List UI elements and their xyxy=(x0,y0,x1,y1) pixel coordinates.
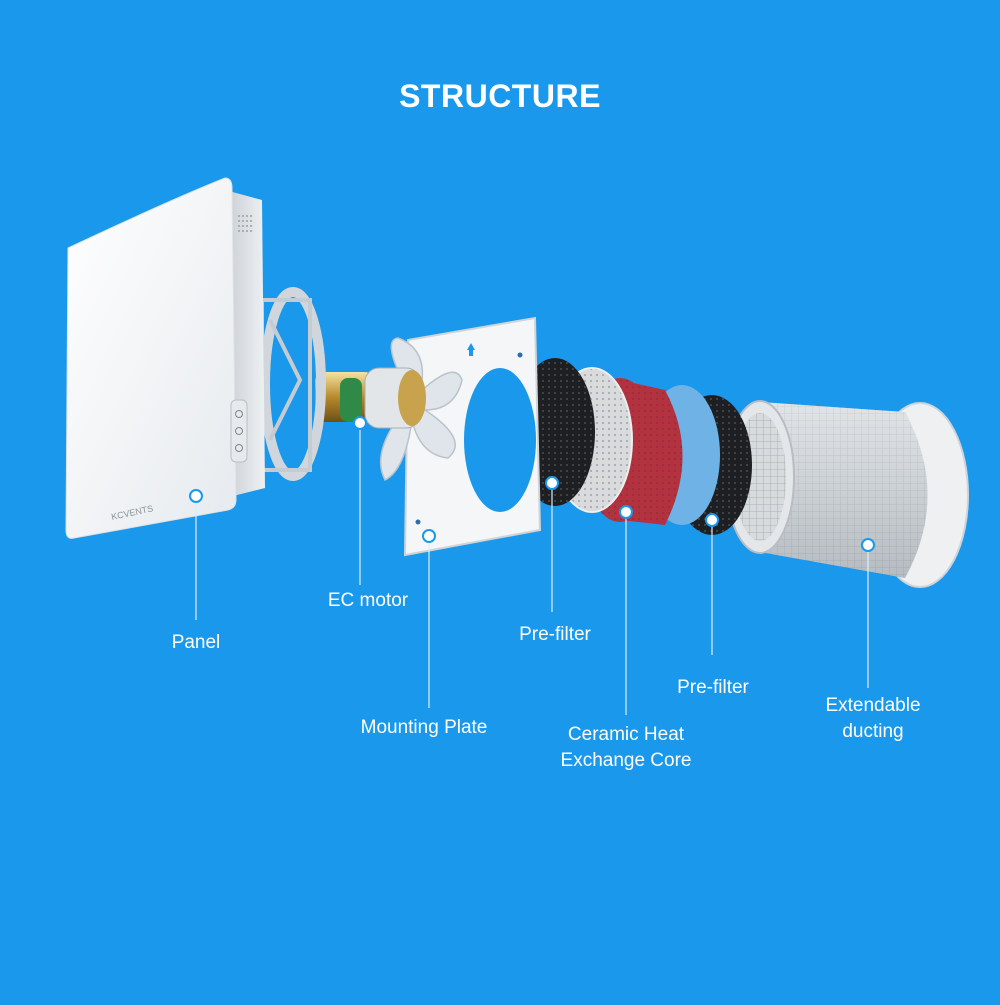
label-ducting-line2: ducting xyxy=(842,721,904,742)
ducting-marker xyxy=(861,538,875,552)
ceramic-core-marker xyxy=(619,505,633,519)
label-ducting: Extendable ducting xyxy=(803,693,943,745)
mounting-plate-marker xyxy=(422,529,436,543)
label-mounting-plate: Mounting Plate xyxy=(360,717,488,738)
prefilter-2-marker xyxy=(705,513,719,527)
label-ducting-line1: Extendable xyxy=(825,695,921,716)
label-panel: Panel xyxy=(171,632,221,653)
extendable-ducting xyxy=(725,400,969,588)
prefilter-1-marker xyxy=(545,476,559,490)
label-prefilter-1: Pre-filter xyxy=(519,624,591,645)
ec-motor-marker xyxy=(353,416,367,430)
panel-ring xyxy=(260,287,326,481)
label-ceramic-core-line1: Ceramic Heat xyxy=(567,724,685,745)
label-ec-motor: EC motor xyxy=(327,590,409,611)
callout-markers xyxy=(189,416,875,552)
label-ceramic-core: Ceramic Heat Exchange Core xyxy=(536,722,716,774)
ec-motor-body xyxy=(315,367,426,429)
page-title: STRUCTURE xyxy=(399,78,601,114)
callouts xyxy=(195,429,869,715)
label-ceramic-core-line2: Exchange Core xyxy=(560,750,692,771)
label-prefilter-2: Pre-filter xyxy=(677,677,749,698)
panel-marker xyxy=(189,489,203,503)
panel: KCVENTS xyxy=(65,177,265,539)
